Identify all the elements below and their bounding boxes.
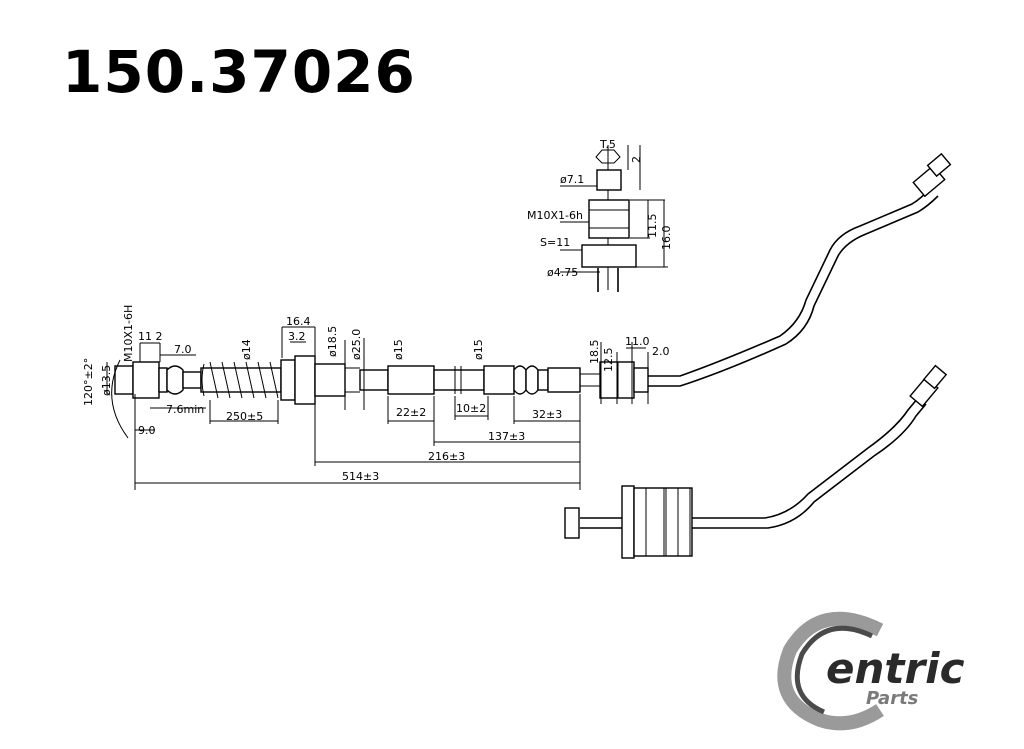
detail-s11-label: S=11 [540,236,570,249]
dia13-5-label: ø13.5 [100,365,113,396]
dim-250-label: 250±5 [226,410,263,423]
dia15b-label: ø15 [472,339,485,360]
dim-16-4-label: 16.4 [286,315,311,328]
dim-514-label: 514±3 [342,470,379,483]
fitting-detail-view: T.5 2 ø7.1 M10X1-6h 11.5 16.0 S=11 ø4.75 [527,138,673,292]
detail-dia7-1-label: ø7.1 [560,173,584,186]
dim-12-5-label: 12.5 [602,348,615,373]
dim-7-6-label: 7.6min [166,403,204,416]
dim-2-0-label: 2.0 [652,345,670,358]
dia18-5-label: ø18.5 [326,326,339,357]
detail-dia4-75-label: ø4.75 [547,266,578,279]
top-tube-fitting [912,152,952,198]
dim-22-label: 22±2 [396,406,426,419]
dim-3-2-label: 3.2 [288,330,306,343]
dia14-label: ø14 [240,339,253,360]
dim-137-label: 137±3 [488,430,525,443]
thread-left-label: M10X1-6H [122,305,135,362]
dim-11-0-label: 11.0 [625,335,650,348]
dim-7-0-label: 7.0 [174,343,192,356]
centric-logo: entric Parts [777,611,965,731]
dia15a-label: ø15 [392,339,405,360]
part-number-title: 150.37026 [62,38,416,106]
detail-2-label: 2 [630,156,643,163]
dim-9-0-label: 9.0 [138,424,156,437]
hose-main-view [114,152,952,559]
dimension-labels: M10X1-6H 11 2 7.0 120°±2° ø13.5 7.6min 9… [82,305,670,483]
detail-16-0-label: 16.0 [660,226,673,251]
dim-32-label: 32±3 [532,408,562,421]
logo-brand-text: entric [826,644,965,693]
detail-11-5-label: 11.5 [646,214,659,239]
dim-216-label: 216±3 [428,450,465,463]
dim-10-label: 10±2 [456,402,486,415]
lower-tube-fitting [909,364,948,408]
dim-11-2-label: 11 2 [138,330,163,343]
detail-thread-label: M10X1-6h [527,209,583,222]
dia25-label: ø25.0 [350,329,363,360]
logo-sub-text: Parts [866,688,919,709]
detail-t-label: T.5 [599,138,616,151]
angle-label: 120°±2° [82,358,95,406]
dim-18-5r-label: 18.5 [588,340,601,365]
dimension-lines [106,326,691,556]
